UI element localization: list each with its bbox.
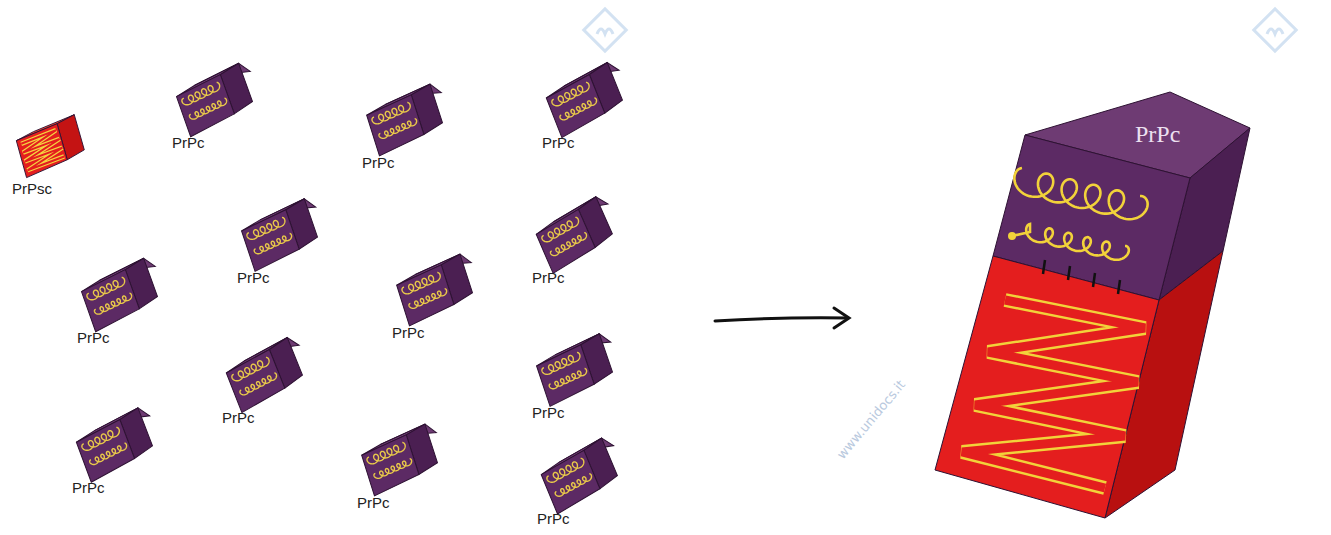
cube-figure	[530, 332, 620, 408]
protein-coil	[544, 458, 587, 484]
prion-cube: PrPsc	[10, 112, 95, 199]
protein-coil	[558, 98, 600, 121]
protein-label: PrPc	[392, 324, 425, 341]
protein-label: PrPc	[222, 409, 255, 426]
cube-face	[935, 256, 1159, 518]
protein-coil	[238, 373, 280, 396]
cube-figure	[535, 438, 625, 514]
protein-coil	[245, 217, 287, 240]
protein-coil	[547, 368, 588, 389]
protein-cube: PrPc	[220, 337, 310, 428]
cube-figure	[390, 252, 480, 328]
sheet-outline	[20, 130, 65, 171]
cube-face	[534, 344, 596, 408]
protein-label: PrPc	[537, 510, 570, 527]
aggregate-block: PrPc	[925, 88, 1255, 523]
contact-mark	[1068, 266, 1070, 280]
cube-figure	[530, 197, 620, 273]
protein-cube: PrPc	[360, 82, 450, 173]
protein-cube: PrPc	[70, 407, 160, 498]
protein-coil	[187, 98, 228, 120]
cube-face	[365, 94, 426, 157]
protein-label: PrPc	[237, 269, 270, 286]
cube-figure	[925, 88, 1255, 523]
protein-label: PrPc	[172, 134, 205, 151]
cube-face	[239, 209, 301, 273]
sheet-core	[962, 300, 1145, 488]
protein-coil	[1012, 224, 1129, 260]
protein-coil	[92, 293, 133, 315]
protein-coil	[229, 357, 271, 382]
protein-cube: PrPc	[75, 257, 165, 348]
sheet-core	[20, 130, 65, 171]
protein-coil	[377, 118, 418, 138]
protein-coil	[180, 82, 222, 106]
protein-cube: PrPc	[540, 62, 630, 153]
cube-face	[533, 208, 599, 275]
protein-coil	[400, 272, 442, 294]
protein-label: PrPc	[362, 154, 395, 171]
protein-label: PrPc	[532, 404, 565, 421]
protein-coil	[548, 232, 590, 256]
cube-figure	[10, 112, 95, 182]
cube-face	[79, 268, 142, 333]
protein-cube: PrPc	[355, 422, 445, 513]
protein-coil	[549, 82, 591, 107]
cube-face	[538, 449, 603, 516]
sheet-outline	[962, 300, 1145, 488]
cube-figure	[360, 82, 450, 158]
protein-coil	[252, 233, 293, 254]
coil-end	[1008, 232, 1016, 240]
contact-mark	[1093, 273, 1095, 287]
cube-figure	[70, 407, 160, 483]
protein-coil	[553, 473, 595, 497]
cube-figure	[540, 62, 630, 138]
protein-coil	[85, 277, 127, 301]
protein-label: PrPsc	[12, 180, 52, 197]
watermark-logo	[584, 9, 1296, 51]
cube-face	[74, 418, 138, 483]
protein-cube: PrPc	[170, 62, 260, 153]
contact-mark	[1043, 260, 1045, 274]
protein-coil	[372, 458, 413, 478]
protein-coil	[1014, 168, 1147, 219]
protein-cube: PrPc	[390, 252, 480, 343]
cube-face	[223, 348, 287, 414]
cube-face	[360, 434, 421, 497]
contact-mark	[1118, 280, 1120, 294]
protein-coil	[365, 442, 407, 464]
protein-coil	[370, 102, 412, 124]
protein-coil	[540, 352, 582, 375]
protein-cube: PrPc	[535, 438, 625, 529]
cube-figure	[170, 62, 260, 138]
protein-label: PrPc	[72, 479, 105, 496]
cube-figure	[220, 337, 310, 413]
protein-coil	[407, 288, 448, 308]
watermark-text: www.unidocs.it	[834, 377, 908, 462]
cube-face	[395, 264, 456, 327]
reaction-arrow	[715, 308, 849, 328]
protein-cube: PrPc	[530, 197, 620, 288]
protein-coil	[87, 443, 128, 465]
cube-figure	[75, 257, 165, 333]
cube-face	[543, 73, 607, 139]
protein-coil	[80, 427, 122, 451]
cube-face	[174, 73, 237, 138]
protein-label: PrPc	[77, 329, 110, 346]
protein-label: PrPc	[357, 494, 390, 511]
protein-cube: PrPc	[235, 197, 325, 288]
protein-label: PrPc	[1135, 121, 1180, 149]
protein-label: PrPc	[532, 269, 565, 286]
cube-figure	[235, 197, 325, 273]
protein-cube: PrPc	[530, 332, 620, 423]
cube-figure	[355, 422, 445, 498]
protein-label: PrPc	[542, 134, 575, 151]
cube-face	[15, 123, 69, 178]
